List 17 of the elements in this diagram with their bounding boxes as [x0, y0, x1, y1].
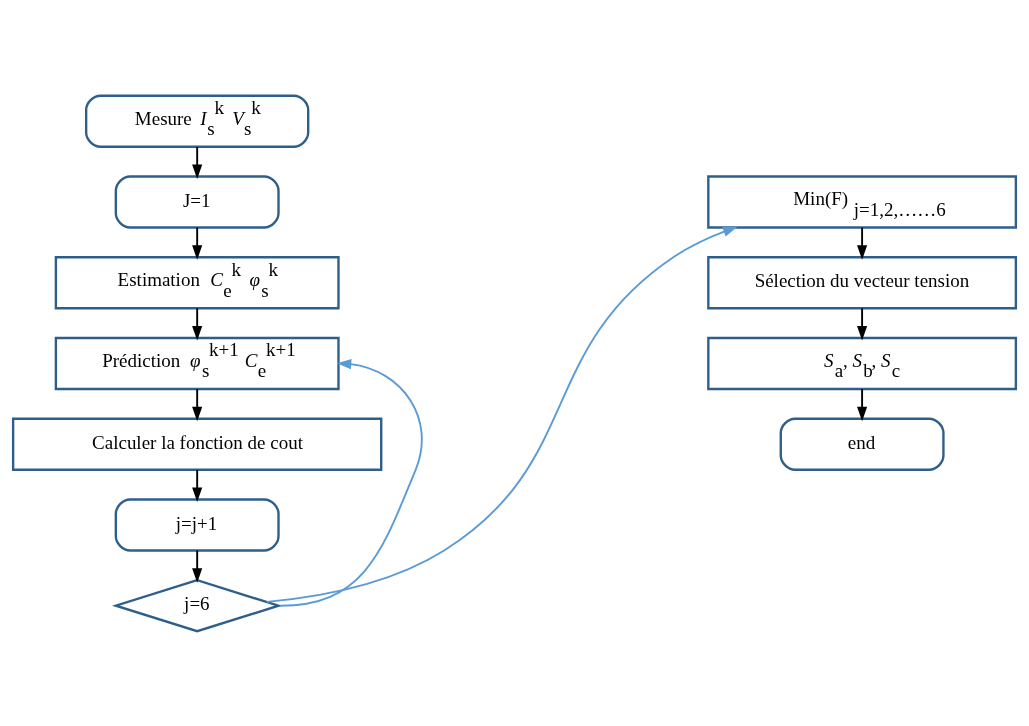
- arrow: [265, 226, 738, 603]
- node-box: j=j+1: [114, 497, 280, 552]
- node-box: end: [779, 417, 945, 471]
- arrow: [857, 387, 868, 421]
- arrow: [857, 306, 868, 341]
- arrow: [192, 145, 203, 179]
- node-box: Calculer la fonction de cout: [11, 417, 383, 471]
- node-diamond: j=6: [111, 578, 283, 632]
- arrow: [192, 468, 203, 502]
- node-box: J=1: [114, 174, 280, 229]
- arrow: [192, 387, 203, 421]
- arrow: [192, 226, 203, 260]
- arrow: [279, 358, 423, 607]
- node-box: Sélection du vecteur tension: [707, 255, 1018, 309]
- arrow: [857, 226, 868, 260]
- arrow: [192, 549, 203, 583]
- arrow: [192, 306, 203, 341]
